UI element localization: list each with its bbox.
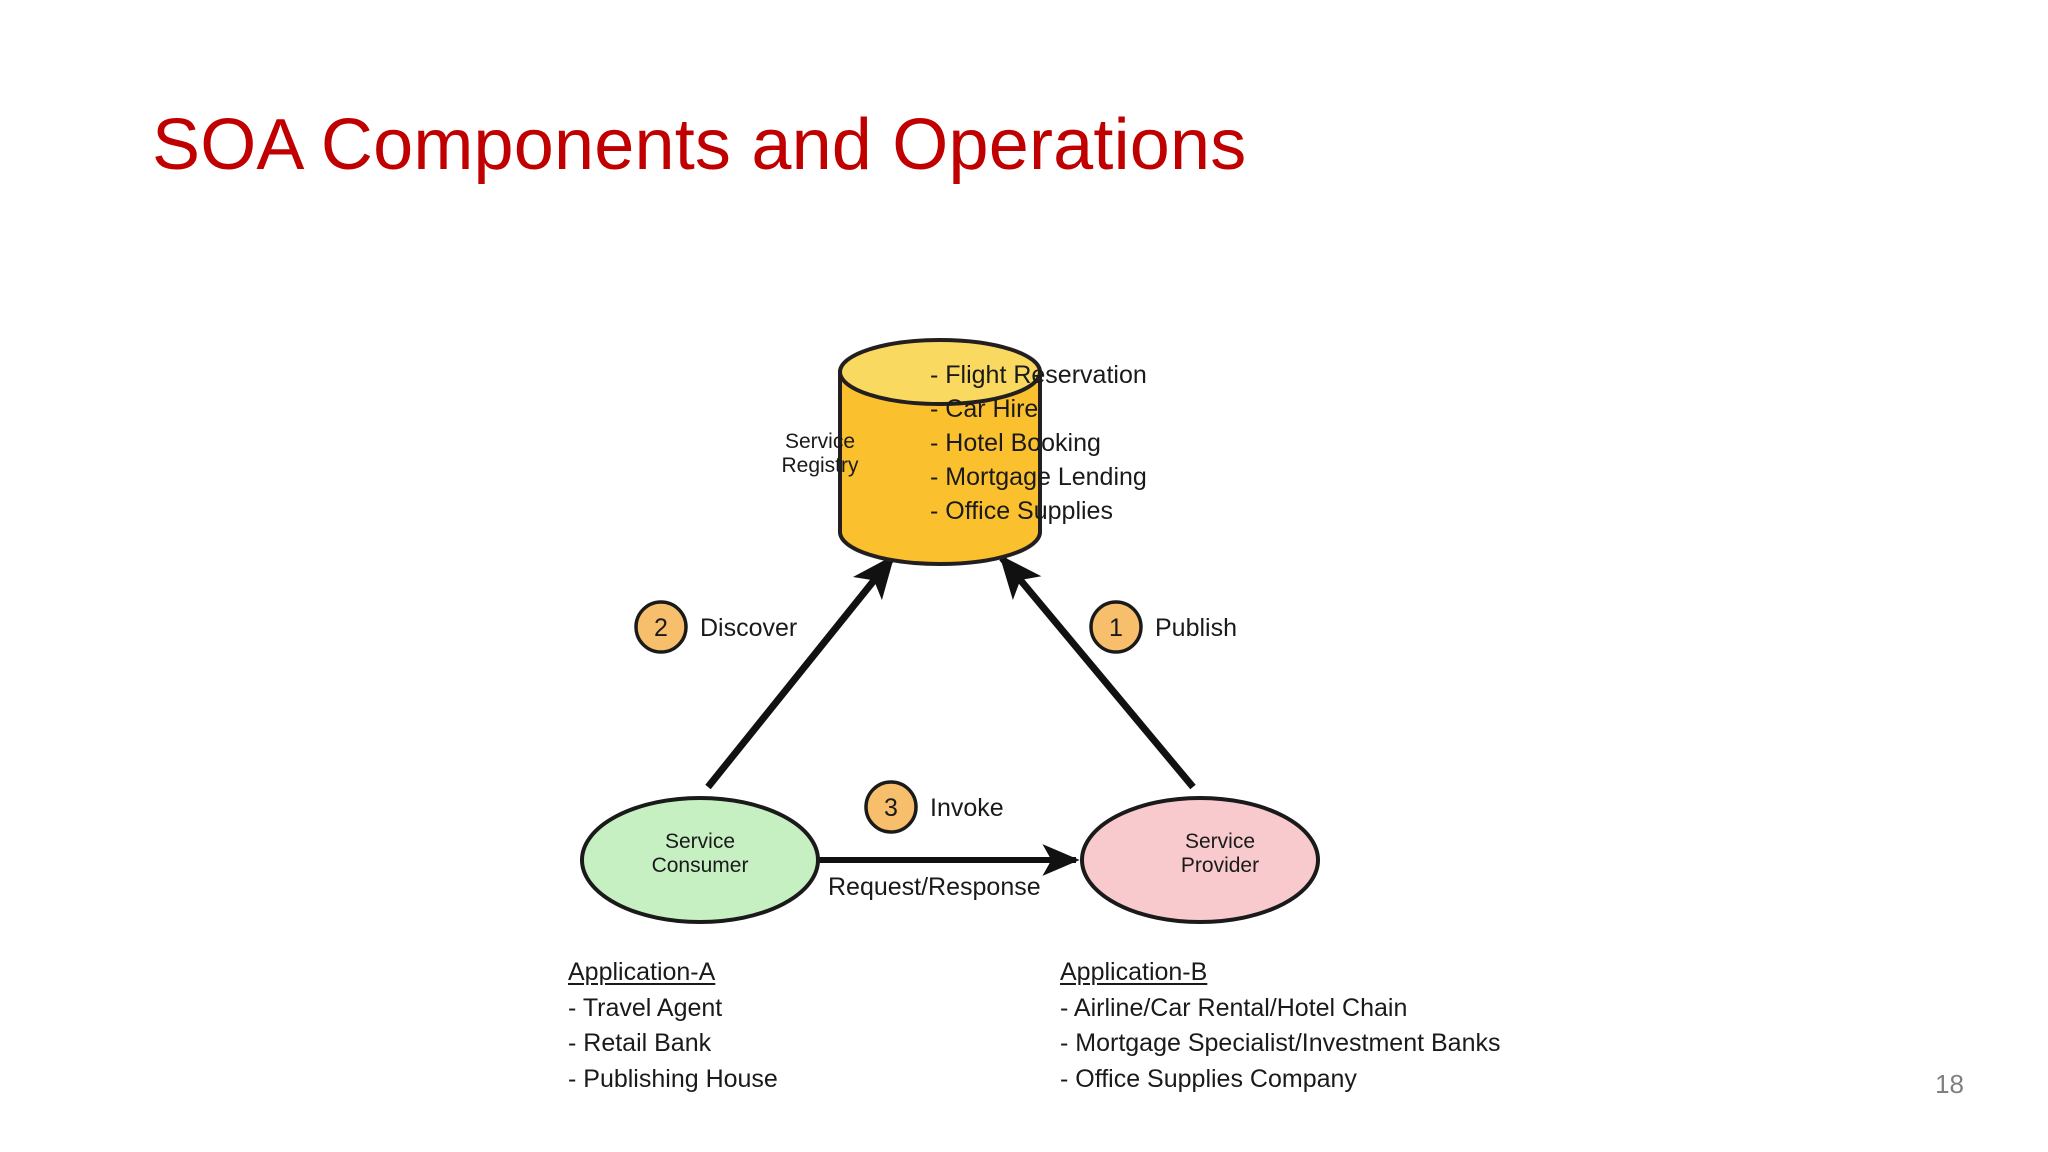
- application-b-item: - Office Supplies Company: [1060, 1064, 1357, 1093]
- step-badge-1-number: 1: [1109, 614, 1123, 642]
- service-provider-label-line2: Provider: [1180, 854, 1260, 878]
- service-registry-label-line2: Registry: [781, 454, 859, 478]
- service-consumer-label-line2: Consumer: [651, 854, 749, 878]
- service-provider-label-line1: Service: [1184, 830, 1256, 853]
- application-b-item: - Airline/Car Rental/Hotel Chain: [1060, 993, 1408, 1022]
- page-title: SOA Components and Operations: [152, 105, 1247, 185]
- application-a-item: - Publishing House: [568, 1064, 778, 1093]
- service-registry-label: Service Registry: [740, 430, 900, 479]
- application-b-block: Application-B - Airline/Car Rental/Hotel…: [1060, 955, 1500, 1097]
- application-a-block: Application-A - Travel Agent - Retail Ba…: [568, 955, 778, 1097]
- service-registry-shape[interactable]: [838, 338, 1042, 566]
- step-badge-3-number: 3: [884, 794, 898, 822]
- registry-service-list: - Flight Reservation - Car Hire - Hotel …: [930, 358, 1147, 528]
- step-badge-2-circle[interactable]: [634, 600, 688, 654]
- registry-service-item: - Car Hire: [930, 395, 1039, 423]
- step-badge-3-circle[interactable]: [864, 780, 918, 834]
- edge-label-request-response: Request/Response: [828, 873, 1041, 901]
- step-label-publish: Publish: [1155, 614, 1237, 642]
- step-label-discover: Discover: [700, 614, 798, 642]
- registry-service-item: - Office Supplies: [930, 497, 1113, 525]
- registry-service-item: - Hotel Booking: [930, 429, 1101, 457]
- service-provider-shape[interactable]: [1080, 796, 1320, 924]
- registry-service-item: - Flight Reservation: [930, 361, 1147, 389]
- step-badge-2-number: 2: [654, 614, 668, 642]
- application-a-heading: Application-A: [568, 958, 716, 986]
- service-consumer-label: Service Consumer: [540, 830, 860, 879]
- service-consumer-shape[interactable]: [580, 796, 820, 924]
- arrow-publish: [999, 554, 1196, 790]
- slide-number: 18: [1935, 1069, 1964, 1099]
- registry-service-item: - Mortgage Lending: [930, 463, 1147, 491]
- soa-diagram: Service Registry Service Consumer Servic…: [560, 300, 1500, 1093]
- step-label-invoke: Invoke: [930, 794, 1004, 822]
- diagram-canvas: [580, 338, 1320, 924]
- application-a-item: - Travel Agent: [568, 993, 723, 1022]
- step-badge-1-circle[interactable]: [1089, 600, 1143, 654]
- application-b-item: - Mortgage Specialist/Investment Banks: [1060, 1029, 1501, 1057]
- service-provider-label: Service Provider: [1060, 830, 1380, 879]
- service-consumer-label-line1: Service: [664, 830, 736, 853]
- application-a-item: - Retail Bank: [568, 1029, 712, 1057]
- service-registry-label-line1: Service: [784, 430, 856, 453]
- application-b-heading: Application-B: [1060, 958, 1208, 986]
- arrow-discover: [705, 554, 895, 790]
